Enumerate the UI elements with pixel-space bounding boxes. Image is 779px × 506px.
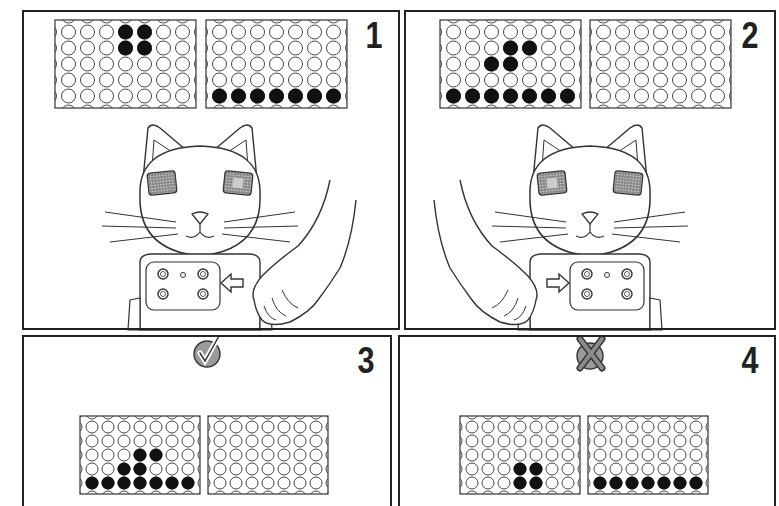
cross-icon [577,339,603,369]
led-grid [590,20,731,108]
step-number: 4 [741,343,758,379]
led-grid [206,20,347,108]
step-number: 1 [365,18,382,54]
step-panel: 2 [404,10,776,330]
check-icon [194,336,220,367]
led-grid [588,416,708,494]
step-panel: 1 [22,10,400,330]
robot-cat [434,125,688,330]
led-grid [55,20,196,108]
step-panel: 3 [22,335,392,506]
led-grid [80,416,200,494]
step-number: 2 [741,18,758,54]
step-number: 3 [357,343,374,379]
step-panel: 4 [398,335,776,506]
robot-cat [102,125,356,330]
led-grid [208,416,328,494]
led-grid [460,416,580,494]
led-grid [440,20,581,108]
